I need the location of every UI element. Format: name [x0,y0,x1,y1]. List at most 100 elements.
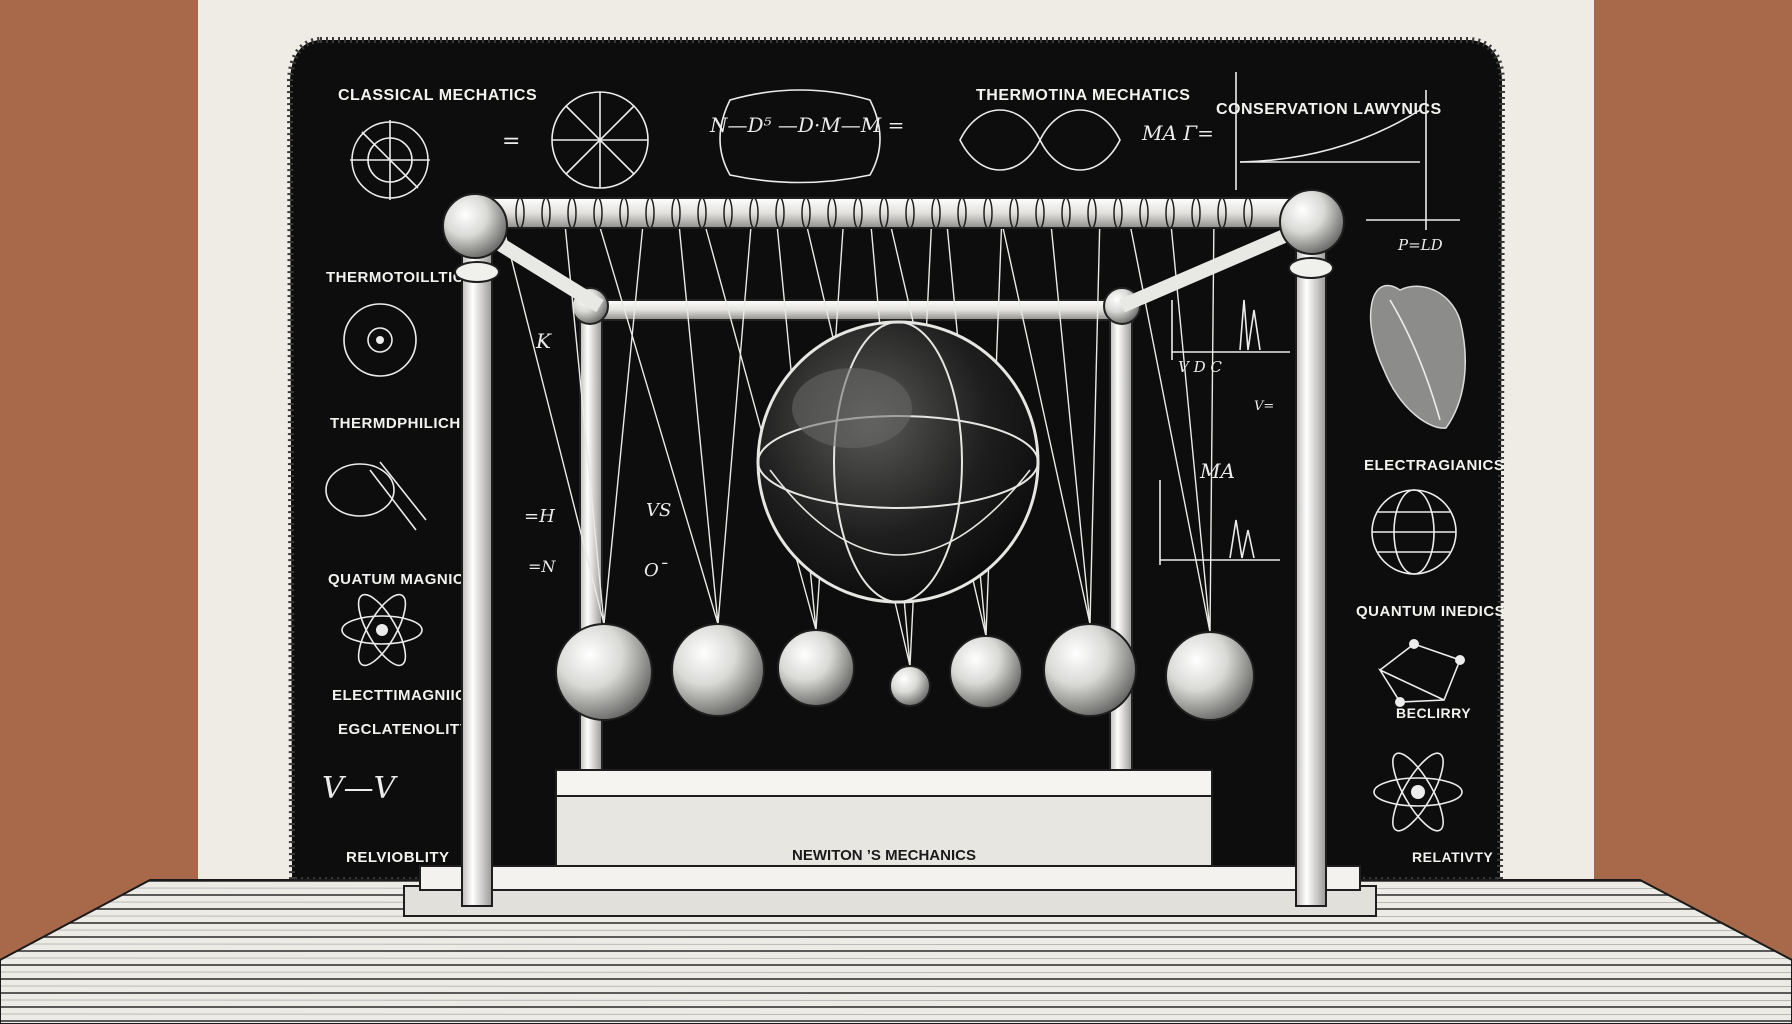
string-ring [697,197,707,229]
string-ring [619,197,629,229]
pendulum-ball [889,665,931,707]
plaque-label: NEWITON ’S MECHANICS [792,847,976,864]
string-ring [515,197,525,229]
string-ring [541,197,551,229]
pendulum-string [1209,213,1215,633]
eq-bottom-left: V—V [322,771,399,806]
pendulum-string [563,213,605,625]
eq-top-left: = [502,129,520,154]
label-quantum-magnics: QUATUM MAGNICS [328,571,475,588]
wall-right [1594,0,1792,1024]
string-ring [1035,197,1045,229]
string-ring [1009,197,1019,229]
eq-left-vs: VS [646,500,671,521]
string-ring [1113,197,1123,229]
string-ring [827,197,837,229]
board-labels-top: THERMOTINA MECHATICS CONSERVATION LAWYNI… [976,87,1442,118]
atom-icon [341,593,423,667]
label-becliry: BECLIRRY [1396,705,1471,721]
loop-magnet-icon [325,461,427,531]
pendulum-ball [555,623,653,721]
pendulum-string [1169,213,1211,633]
growth-curve-icon [1235,72,1460,230]
eq-left-eq: =H [524,506,555,527]
cradle-front-frame [442,189,1345,907]
pendulum-string [603,213,645,625]
target-circle-icon [343,303,417,377]
label-thermotina-mechatics: THERMOTINA MECHATICS [976,87,1190,104]
string-ring [1061,197,1071,229]
pendulum-string [717,213,753,625]
string-ring [1139,197,1149,229]
eq-right-vdc: V D C [1178,358,1222,376]
label-relativity-left: RELVIOBLITY [346,849,450,866]
string-ring [671,197,681,229]
eq-left-k: K [535,329,552,353]
board-labels-left: CLASSICAL MECHATICS THERMOTOILLTICM THER… [326,87,537,866]
pendulum-string [499,213,605,625]
label-electrodynamics: ELECTRAGIANICS [1364,457,1504,474]
label-relativity-right: RELATIVTY [1412,849,1493,865]
eq-right-vs: V= [1254,399,1274,414]
string-ring [1217,197,1227,229]
label-classical-mechanics: CLASSICAL MECHATICS [338,87,537,104]
right-graphs [1159,299,1290,565]
chalkboard-edge [286,37,1506,883]
string-ring [723,197,733,229]
pendulum-string [1127,213,1211,633]
infinity-wave-icon [719,89,1121,184]
board-equations: = N—D⁵ —D·M—M = MA Γ= P=LD V D C MA V= K… [322,113,1443,806]
string-ring [801,197,811,229]
label-electromagnetism: ELECTTIMAGNIICM [332,687,480,704]
pendulum-ball [949,635,1023,709]
eq-top-ma: MA Γ= [1141,121,1214,145]
string-ring [931,197,941,229]
molecule-network-icon [1377,639,1465,707]
label-egclatenolity: EGCLATENOLITY [338,721,470,738]
pendulum-string [595,213,719,625]
string-ring [957,197,967,229]
pendulum-string [677,213,719,625]
pendulum-string [999,213,1091,625]
string-ring [1243,197,1253,229]
heart-anatomy-icon [1369,284,1467,429]
eq-left-o: Oˉ [644,560,668,581]
cradle-base [403,769,1377,917]
eq-left-n: =N [528,557,556,576]
label-thermodynamics: THERMOTOILLTICM [326,269,477,286]
string-ring [853,197,863,229]
string-ring [593,197,603,229]
globe-icon [1371,489,1457,575]
polar-plot-icon [551,91,649,189]
label-thermophysics: THERMDPHILICH [330,415,461,432]
eq-right-pld: P=LD [1397,236,1443,254]
pendulum-ball [777,629,855,707]
label-conservation-laws: CONSERVATION LAWYNICS [1216,101,1442,118]
pendulum-string [1089,213,1101,625]
orbital-diagram-icon [350,120,430,200]
eq-top-mid: N—D⁵ —D·M—M = [709,113,904,137]
string-ring [775,197,785,229]
wall-left [0,0,198,1024]
string-ring [567,197,577,229]
pendulum-string [1049,213,1091,625]
eq-right-ma: MA [1199,459,1235,483]
label-quantum-medics: QUANTUM INEDICS [1356,603,1505,620]
crossbar-string-rings [515,197,1253,229]
pendulum-balls [555,623,1255,721]
string-ring [1087,197,1097,229]
pendulum-ball [1043,623,1137,717]
string-ring [749,197,759,229]
string-ring [983,197,993,229]
string-ring [905,197,915,229]
board-labels-right: ELECTRAGIANICS QUANTUM INEDICS BECLIRRY … [1356,457,1505,865]
string-ring [1165,197,1175,229]
glass-globe [756,320,1040,604]
string-ring [879,197,889,229]
string-ring [645,197,655,229]
pendulum-ball [1165,631,1255,721]
atom-icon-right [1373,752,1463,832]
pendulum-ball [671,623,765,717]
string-ring [1191,197,1201,229]
